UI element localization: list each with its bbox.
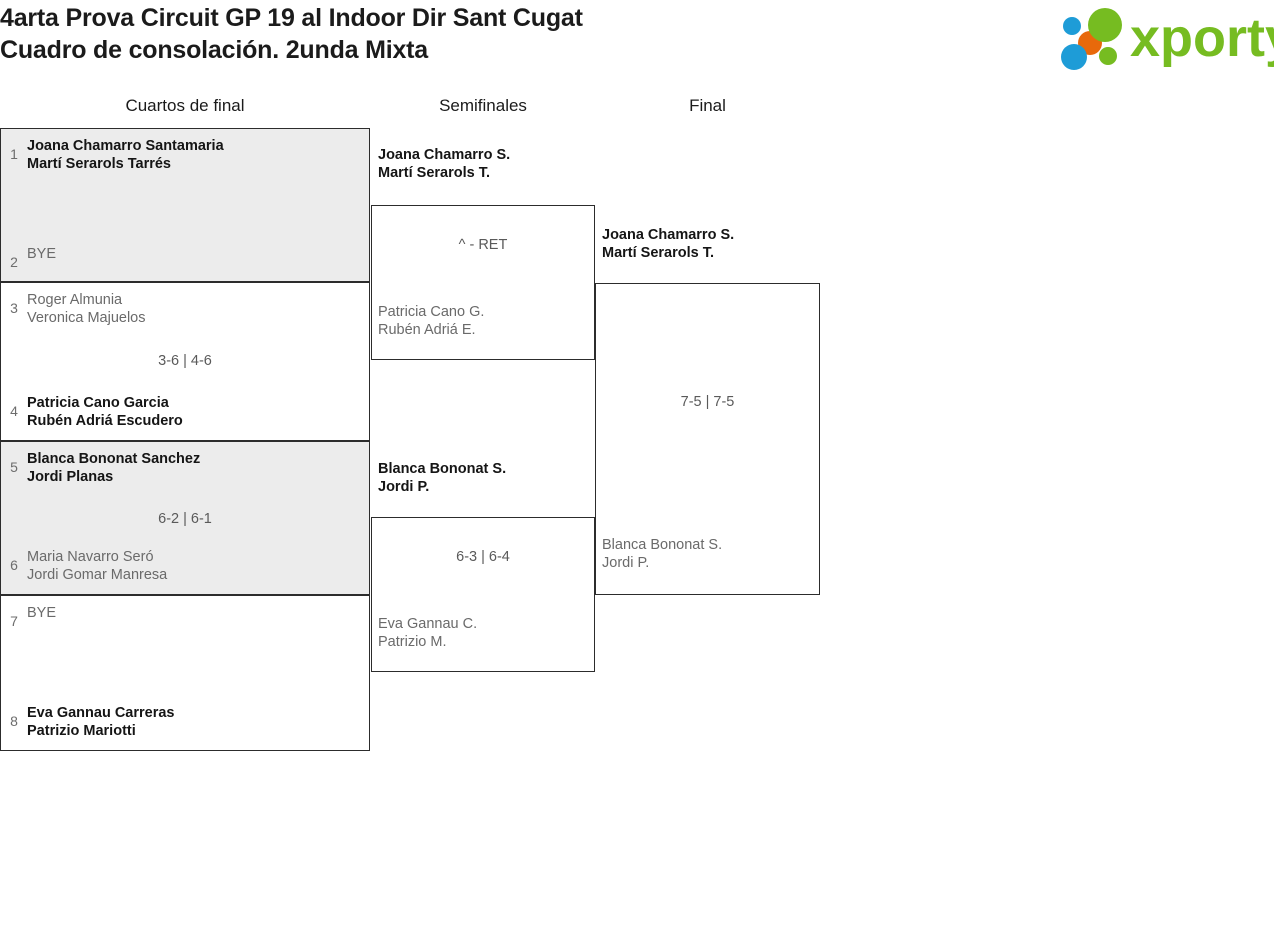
match-score: 7-5 | 7-5 [680, 394, 735, 410]
team-names: Maria Navarro Seró Jordi Gomar Manresa [27, 549, 168, 583]
match-qf-1[interactable]: 1 Joana Chamarro Santamaria Martí Seraro… [0, 128, 370, 282]
page-title-line-2: Cuadro de consolación. 2unda Mixta [0, 36, 428, 64]
page-title-line-1: 4arta Prova Circuit GP 19 al Indoor Dir … [0, 4, 583, 32]
team-names: Patricia Cano G. Rubén Adriá E. [378, 304, 485, 338]
team-names: Eva Gannau Carreras Patrizio Mariotti [27, 705, 175, 739]
team-names: Joana Chamarro Santamaria Martí Serarols… [27, 138, 224, 172]
team-names: Joana Chamarro S. Martí Serarols T. [378, 147, 511, 181]
match-slot-bottom[interactable]: 2 BYE [1, 245, 369, 271]
seed-number: 1 [10, 146, 18, 162]
seed-number: 8 [10, 713, 18, 729]
match-slot-top[interactable]: 1 Joana Chamarro Santamaria Martí Seraro… [1, 137, 369, 173]
match-final[interactable]: Joana Chamarro S. Martí Serarols T. 7-5 … [595, 227, 820, 595]
match-slot-bottom[interactable]: Blanca Bononat S. Jordi P. [596, 536, 819, 572]
team-names: Blanca Bononat Sanchez Jordi Planas [27, 451, 201, 485]
seed-number: 3 [10, 300, 18, 316]
match-qf-2[interactable]: 3 Roger Almunia Veronica Majuelos 3-6 | … [0, 282, 370, 441]
match-slot-top[interactable]: 5 Blanca Bononat Sanchez Jordi Planas [1, 450, 369, 486]
match-slot-top[interactable]: Joana Chamarro S. Martí Serarols T. [596, 226, 819, 262]
match-slot-bottom[interactable]: Eva Gannau C. Patrizio M. [372, 615, 594, 651]
seed-number: 2 [10, 254, 18, 270]
team-names: Eva Gannau C. Patrizio M. [378, 616, 478, 650]
round-heading-semifinals: Semifinales [439, 96, 527, 115]
team-names: Joana Chamarro S. Martí Serarols T. [602, 227, 735, 261]
team-names: Patricia Cano Garcia Rubén Adriá Escuder… [27, 395, 183, 429]
round-heading-final: Final [689, 96, 726, 115]
team-names: Blanca Bononat S. Jordi P. [378, 461, 507, 495]
seed-number: 6 [10, 557, 18, 573]
team-names: Roger Almunia Veronica Majuelos [27, 292, 146, 326]
logo-wordmark: xporty [1130, 8, 1274, 68]
match-score: 3-6 | 4-6 [158, 353, 212, 369]
match-slot-bottom[interactable]: 4 Patricia Cano Garcia Rubén Adriá Escud… [1, 394, 369, 430]
team-names: BYE [27, 605, 57, 621]
match-slot-bottom[interactable]: 6 Maria Navarro Seró Jordi Gomar Manresa [1, 548, 369, 584]
logo-dots-icon [1061, 8, 1122, 70]
seed-number: 5 [10, 459, 18, 475]
match-slot-bottom[interactable]: Patricia Cano G. Rubén Adriá E. [372, 303, 594, 339]
team-names: Blanca Bononat S. Jordi P. [602, 537, 723, 571]
match-slot-top[interactable]: 7 BYE [1, 604, 369, 630]
page-title: 4arta Prova Circuit GP 19 al Indoor Dir … [0, 2, 900, 66]
match-sf-1[interactable]: Joana Chamarro S. Martí Serarols T. ^ - … [371, 147, 595, 360]
match-slot-top[interactable]: Blanca Bononat S. Jordi P. [372, 460, 594, 496]
xporty-logo[interactable]: xporty [1050, 4, 1274, 70]
seed-number: 4 [10, 403, 18, 419]
seed-number: 7 [10, 613, 18, 629]
match-qf-4[interactable]: 7 BYE 8 Eva Gannau Carreras Patrizio Mar… [0, 595, 370, 751]
match-qf-3[interactable]: 5 Blanca Bononat Sanchez Jordi Planas 6-… [0, 441, 370, 595]
match-sf-2[interactable]: Blanca Bononat S. Jordi P. 6-3 | 6-4 Eva… [371, 461, 595, 672]
team-names: BYE [27, 246, 57, 262]
match-slot-top[interactable]: Joana Chamarro S. Martí Serarols T. [372, 146, 594, 182]
match-score: 6-2 | 6-1 [158, 511, 212, 527]
match-score: ^ - RET [458, 237, 508, 253]
round-heading-quarterfinals: Cuartos de final [125, 96, 245, 115]
match-slot-bottom[interactable]: 8 Eva Gannau Carreras Patrizio Mariotti [1, 704, 369, 740]
match-score: 6-3 | 6-4 [456, 549, 510, 565]
match-slot-top[interactable]: 3 Roger Almunia Veronica Majuelos [1, 291, 369, 327]
